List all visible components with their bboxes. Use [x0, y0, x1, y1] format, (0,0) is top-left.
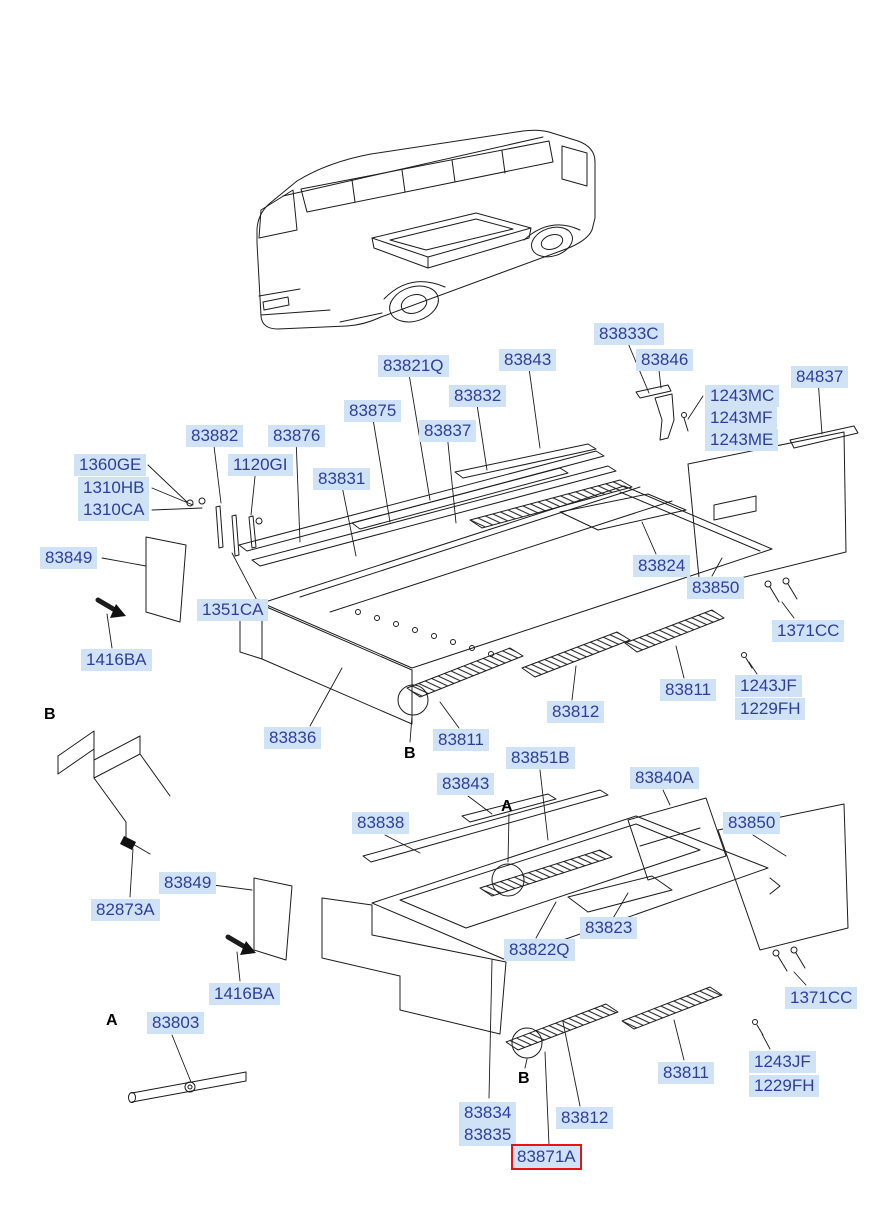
part-label-1360GE[interactable]: 1360GE [74, 454, 147, 476]
part-label-82873A[interactable]: 82873A [91, 899, 160, 921]
part-label-83834[interactable]: 83834 [459, 1102, 517, 1124]
part-label-83811-bottom[interactable]: 83811 [658, 1062, 715, 1084]
part-label-1120GI[interactable]: 1120GI [228, 454, 293, 476]
floor-assembly-lower [225, 789, 849, 1059]
part-label-1243JF-lower[interactable]: 1243JF [749, 1051, 816, 1073]
part-label-83811-right[interactable]: 83811 [660, 679, 717, 701]
part-label-83811-center[interactable]: 83811 [433, 729, 490, 751]
part-label-1310HB[interactable]: 1310HB [78, 477, 150, 499]
part-label-83882[interactable]: 83882 [186, 425, 244, 447]
section-marker-a-2: A [106, 1012, 118, 1029]
part-label-83812-lower[interactable]: 83812 [556, 1107, 614, 1129]
part-label-83871A-highlighted[interactable]: 83871A [511, 1144, 582, 1170]
part-label-83843-lower[interactable]: 83843 [437, 773, 495, 795]
part-label-83824[interactable]: 83824 [633, 555, 691, 577]
part-label-83835[interactable]: 83835 [459, 1124, 517, 1146]
part-label-83831[interactable]: 83831 [313, 468, 371, 490]
part-label-83851B[interactable]: 83851B [506, 747, 575, 769]
part-label-83875[interactable]: 83875 [344, 400, 402, 422]
part-label-84837[interactable]: 84837 [791, 366, 849, 388]
part-label-83836[interactable]: 83836 [264, 727, 322, 749]
part-label-1310CA[interactable]: 1310CA [78, 499, 150, 521]
part-label-1243JF-upper[interactable]: 1243JF [735, 675, 802, 697]
part-label-83821Q[interactable]: 83821Q [378, 355, 449, 377]
bus-illustration [256, 129, 596, 330]
part-label-83823[interactable]: 83823 [580, 917, 638, 939]
section-detail-A [128, 1071, 247, 1103]
part-label-83832[interactable]: 83832 [449, 385, 507, 407]
section-marker-a-1: A [501, 798, 513, 815]
leader-lines [101, 335, 823, 1146]
part-label-83849-lower[interactable]: 83849 [159, 872, 217, 894]
part-label-1243MF[interactable]: 1243MF [705, 407, 778, 429]
part-label-1416BA-lower[interactable]: 1416BA [209, 983, 280, 1005]
part-label-83812-upper[interactable]: 83812 [547, 701, 605, 723]
part-label-1229FH-upper[interactable]: 1229FH [735, 698, 806, 720]
part-label-1229FH-lower[interactable]: 1229FH [749, 1075, 820, 1097]
part-label-83876[interactable]: 83876 [268, 425, 326, 447]
section-marker-b-1: B [44, 706, 56, 723]
part-label-1371CC-upper[interactable]: 1371CC [772, 620, 845, 642]
part-label-83837[interactable]: 83837 [419, 420, 477, 442]
part-label-83843-upper[interactable]: 83843 [499, 349, 557, 371]
part-label-83849-upper[interactable]: 83849 [40, 547, 98, 569]
part-label-83833C[interactable]: 83833C [594, 323, 664, 345]
section-detail-B [57, 730, 171, 855]
part-label-1371CC-lower[interactable]: 1371CC [785, 987, 858, 1009]
part-label-83838[interactable]: 83838 [352, 812, 410, 834]
section-marker-b-3: B [518, 1070, 530, 1087]
part-label-83840A[interactable]: 83840A [630, 767, 699, 789]
part-label-83846[interactable]: 83846 [636, 349, 694, 371]
part-label-1351CA[interactable]: 1351CA [197, 599, 269, 621]
part-label-83850-lower[interactable]: 83850 [723, 812, 781, 834]
section-marker-b-2: B [404, 745, 416, 762]
part-label-83850-upper[interactable]: 83850 [687, 577, 745, 599]
part-label-83822Q[interactable]: 83822Q [504, 939, 575, 961]
part-label-1416BA-upper[interactable]: 1416BA [81, 649, 152, 671]
part-label-83803[interactable]: 83803 [147, 1012, 205, 1034]
floor-assembly-upper [95, 384, 859, 725]
part-label-1243ME[interactable]: 1243ME [705, 429, 779, 451]
part-label-1243MC[interactable]: 1243MC [705, 385, 780, 407]
